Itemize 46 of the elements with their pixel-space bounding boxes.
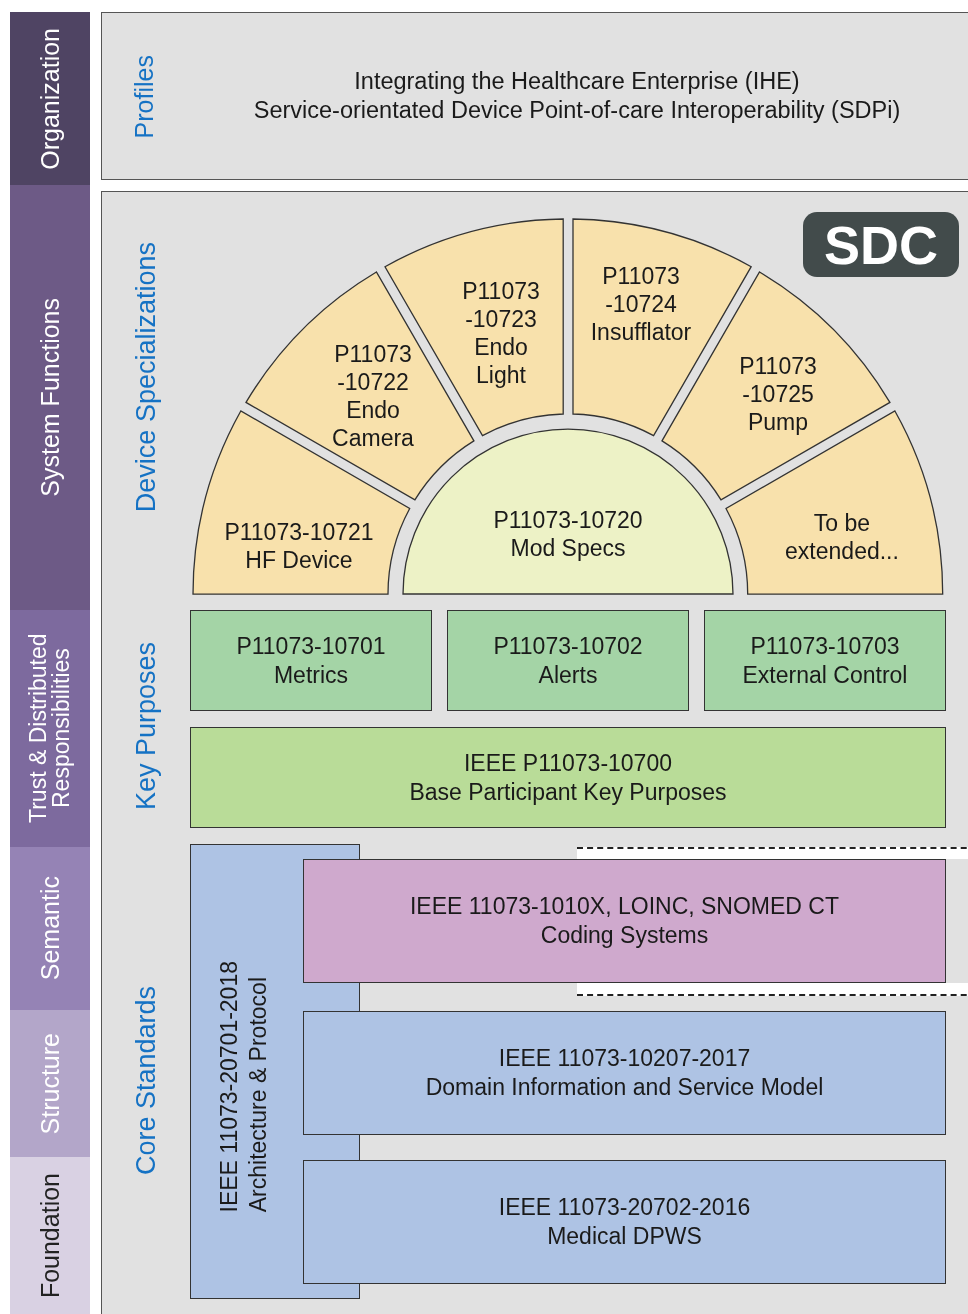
box-text: Metrics <box>273 660 349 690</box>
box-text: Medical DPWS <box>547 1222 702 1251</box>
box-text: Architecture & Protocol <box>244 976 272 1212</box>
profiles-panel <box>101 12 968 180</box>
ring-segment <box>726 410 943 594</box>
section-heading: Profiles <box>132 54 157 141</box>
standard-box <box>190 610 432 711</box>
box-text: Coding Systems <box>540 921 709 950</box>
box-text: IEEE P11073-10700 <box>464 748 672 778</box>
box-text: IEEE 11073-20702-2016 <box>498 1193 751 1222</box>
profile-text: Integrating the Healthcare Enterprise (IHE) <box>353 67 801 96</box>
segment-label: P11073 -10723 Endo Light <box>462 276 540 390</box>
segment-label: P11073-10721 HF Device <box>223 517 375 575</box>
layer-band: Structure <box>10 1010 90 1157</box>
box-text: P11073-10701 <box>236 631 386 661</box>
segment-label: P11073 -10724 Insufflator <box>590 261 692 347</box>
layer-band: System Functions <box>10 185 90 610</box>
badge: SDC <box>803 212 959 277</box>
box-text: IEEE 11073-1010X, LOINC, SNOMED CT <box>409 892 840 921</box>
layer-band: Trust & Distributed Responsibilities <box>10 610 90 847</box>
layer-band: Semantic <box>10 847 90 1010</box>
section-heading: Core Standards <box>129 985 162 1178</box>
section-heading: Key Purposes <box>129 640 162 813</box>
standard-box <box>303 1011 946 1135</box>
box-text: P11073-10702 <box>493 631 643 661</box>
segment-label: P11073 -10722 Endo Camera <box>332 339 414 453</box>
box-text: IEEE 11073-10207-2017 <box>498 1044 751 1073</box>
standard-box <box>303 859 946 983</box>
standard-box <box>704 610 946 711</box>
box-text: Domain Information and Service Model <box>425 1073 824 1102</box>
layer-band: Foundation <box>10 1157 90 1314</box>
segment-label: To be extended... <box>784 508 900 566</box>
segment-label: P11073-10720 Mod Specs <box>492 505 644 563</box>
section-heading: Device Specializations <box>129 240 162 515</box>
box-text: Alerts <box>538 660 598 690</box>
standard-box <box>447 610 689 711</box>
box-text: External Control <box>742 660 908 690</box>
box-text: P11073-10703 <box>750 631 900 661</box>
standard-box <box>303 1160 946 1284</box>
segment-label: P11073 -10725 Pump <box>739 351 817 437</box>
profile-text: Service-orientated Device Point-of-care Interoperability (SDPi) <box>252 96 902 125</box>
box-text: IEEE 11073-20701-2018 <box>215 960 243 1212</box>
standard-box <box>190 727 946 828</box>
layer-band: Organization <box>10 12 90 185</box>
standards-panel <box>101 191 968 1314</box>
box-text: Base Participant Key Purposes <box>409 777 727 807</box>
